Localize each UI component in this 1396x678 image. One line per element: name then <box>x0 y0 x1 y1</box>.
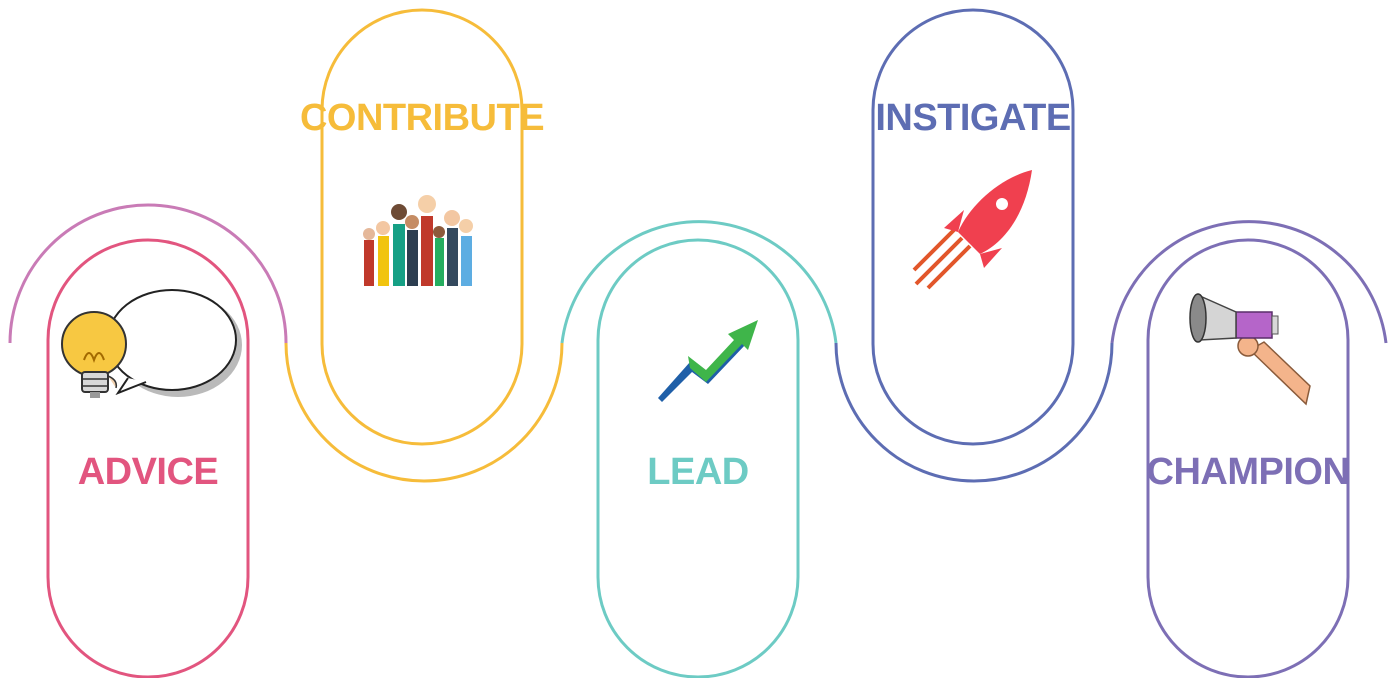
lightbulb-speech-bubble-icon <box>61 289 242 398</box>
arc-contribute <box>284 342 564 483</box>
growth-arrow-icon <box>658 320 758 402</box>
stage-label-instigate: INSTIGATE <box>875 97 1070 139</box>
stage-label-lead: LEAD <box>647 451 748 493</box>
capsule-lead <box>596 238 800 678</box>
capsule-champion <box>1146 238 1350 678</box>
capsule-instigate <box>871 8 1075 446</box>
arc-champion <box>1110 220 1388 344</box>
stage-label-advice: ADVICE <box>78 451 219 493</box>
capsule-advice <box>46 238 250 678</box>
arc-instigate <box>834 342 1114 483</box>
capsules <box>46 8 1350 678</box>
stage-label-contribute: CONTRIBUTE <box>300 97 544 139</box>
arc-advice <box>8 203 288 344</box>
arc-lead <box>560 220 838 344</box>
megaphone-icon <box>1189 293 1311 406</box>
raised-hands-icon <box>363 195 473 286</box>
stage-label-champion: CHAMPION <box>1147 451 1350 493</box>
connector-arcs <box>8 203 1388 483</box>
capsule-contribute <box>320 8 524 446</box>
rocket-icon <box>912 170 1032 290</box>
